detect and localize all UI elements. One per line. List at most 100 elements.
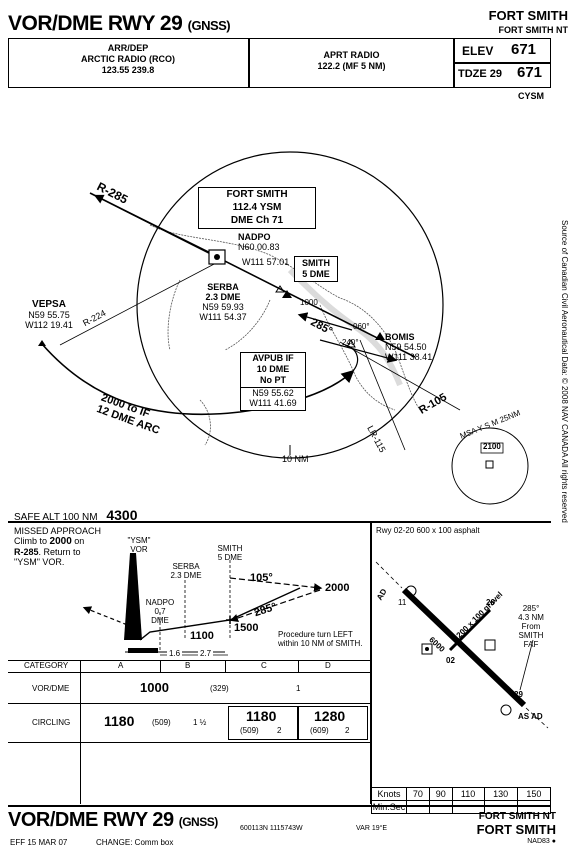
r224-line	[59, 261, 219, 346]
faf-crs: 285°	[522, 604, 540, 613]
footer-var: VAR 19°E	[356, 825, 388, 832]
circ-d-vis: 2	[345, 726, 350, 735]
col-line-4	[298, 660, 299, 672]
vor-airport-dot	[425, 647, 429, 651]
pt-outbound	[319, 339, 398, 363]
airport-ident: CYSM	[518, 91, 545, 101]
r285-line	[93, 194, 216, 256]
pt-line-out	[229, 577, 323, 592]
timing-m2	[428, 800, 453, 814]
dme-arc	[41, 343, 355, 416]
missed-on: on	[74, 536, 85, 546]
faf-fix: SMITH	[518, 631, 544, 640]
serba-fix-symbol	[275, 285, 285, 293]
nadpo-name: NADPO	[238, 232, 271, 242]
timing-k90: 90	[428, 787, 453, 801]
profile-alt1500: 1500	[234, 622, 259, 634]
smith-fix-symbol	[282, 290, 292, 298]
col-line-2	[160, 660, 161, 672]
timing-knots-label: Knots	[371, 787, 407, 801]
bomis-fix-symbol	[375, 332, 385, 340]
plan-view	[38, 151, 529, 505]
timing-min-label: Min:Sec	[371, 800, 407, 814]
avpub-name: AVPUB IF	[252, 353, 294, 363]
arr-block: ARR/DEP ARCTIC RADIO (RCO) 123.55 239.8	[8, 43, 248, 76]
circ-c-vis: 2	[277, 726, 282, 735]
hangar	[484, 639, 496, 651]
avpub-lat: N59 55.62	[252, 388, 294, 398]
faf-cross	[226, 616, 234, 624]
minima-cat: CATEGORY	[24, 661, 69, 670]
vordme-vis: 1	[296, 684, 301, 693]
nadpo-lat: N60 00.83	[238, 242, 280, 252]
footer-title-text: VOR/DME RWY 29	[8, 809, 174, 831]
circling-label: CIRCLING	[32, 718, 71, 727]
pt-inbound	[297, 312, 353, 331]
avpub-coords: N59 55.62 W111 41.69	[240, 387, 306, 411]
rwy-info: Rwy 02-20 600 x 100 asphalt	[376, 526, 480, 535]
circ-d-haa: (609)	[310, 726, 329, 735]
arr-radio: ARCTIC RADIO (RCO)	[81, 54, 175, 64]
lake-shore	[149, 224, 421, 446]
profile-frame	[8, 521, 551, 523]
vepsa-name: VEPSA	[32, 299, 66, 310]
avpub-dme: 10 DME	[256, 364, 290, 374]
faf-dist: 4.3 NM	[518, 613, 544, 622]
rwy-02-20	[448, 608, 492, 652]
circ-c-value: 1180	[246, 708, 277, 724]
footer-city: FORT SMITH	[476, 822, 556, 837]
profile-smith-dme: 5 DME	[217, 553, 243, 562]
profile-alt2000: 2000	[325, 582, 350, 594]
timing-k150: 150	[516, 787, 552, 801]
airport-diagram	[375, 561, 549, 729]
profile-crs105: 105°	[250, 572, 273, 584]
circ-c-haa: (509)	[240, 726, 259, 735]
timing-m5	[516, 800, 552, 814]
profile-serba: SERBA 2.3 DME	[166, 562, 206, 580]
info-arrow	[519, 639, 534, 691]
chart-title: VOR/DME RWY 29 (GNSS)	[8, 12, 231, 36]
arr-freq: 123.55 239.8	[101, 65, 155, 75]
safe-alt-label: SAFE ALT 100 NM	[14, 512, 98, 523]
minima-a: A	[118, 661, 124, 670]
serba-lat: N59 59.93	[202, 302, 244, 312]
minima-header-row	[8, 660, 370, 673]
bomis-name: BOMIS	[385, 332, 415, 342]
elev-value: 671	[511, 41, 537, 58]
rwy-11: 11	[398, 598, 407, 607]
vordme-value: 1000	[140, 680, 169, 695]
circ-ab-haa: (509)	[152, 718, 171, 727]
vor-dot	[214, 254, 220, 260]
col-line-1	[80, 660, 81, 804]
profile-serba-dme: 2.3 DME	[170, 571, 202, 580]
msa-circle	[451, 427, 529, 505]
msa-alt-box	[480, 442, 504, 454]
rwy-20: 20	[486, 598, 495, 607]
faf-label: FAF	[523, 640, 539, 649]
lr115-line	[359, 339, 406, 451]
avpub-lon: W111 41.69	[249, 398, 297, 408]
tdze-value: 671	[517, 64, 543, 81]
aprt-freq: 122.2 (MF 5 NM)	[317, 61, 386, 71]
footer-rule	[8, 805, 551, 807]
footer-code: NAD83 ●	[527, 838, 556, 845]
msa-navaid-symbol	[485, 460, 494, 469]
faf-info: 285° 4.3 NM From SMITH FAF	[510, 604, 552, 649]
alt-1000: 1000	[300, 298, 318, 307]
footer-city-sub: FORT SMITH NT	[478, 811, 556, 822]
bomis-lon: W111 38.41	[385, 352, 433, 362]
rwy-29: 29	[514, 690, 523, 699]
profile-divider	[370, 521, 372, 804]
ten-nm-label: 10 NM	[282, 454, 309, 464]
timing-k130: 130	[483, 787, 518, 801]
smith-box: SMITH 5 DME	[294, 256, 338, 282]
missed-alt: 2000	[49, 536, 72, 547]
minima-b: B	[185, 661, 191, 670]
nadpo-label: NADPO N60 00.83	[238, 232, 280, 252]
title-suffix: (GNSS)	[187, 18, 231, 33]
pt-note-2: within 10 NM of SMITH.	[278, 639, 363, 648]
crs-240: 240°	[342, 338, 359, 347]
timing-k110: 110	[451, 787, 485, 801]
arr-label: ARR/DEP	[107, 43, 149, 53]
descent-path	[139, 587, 301, 641]
